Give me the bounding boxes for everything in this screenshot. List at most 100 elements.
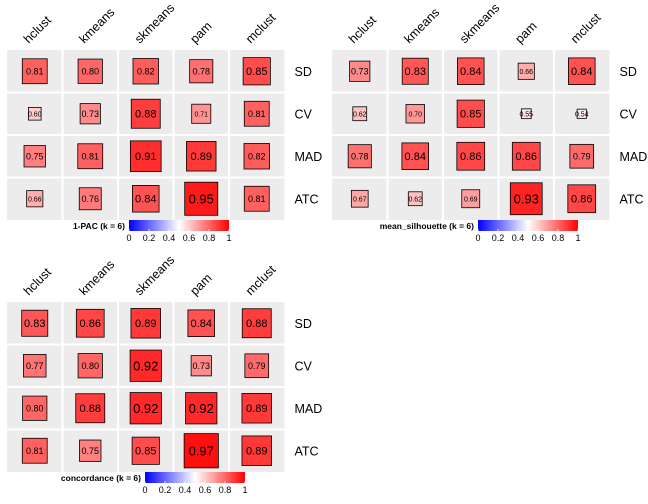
cell-value-label: 0.93 [514,191,539,206]
heatmap-cell [352,106,368,122]
heatmap-cell [457,57,485,85]
heatmap-cell [187,309,215,337]
cell-value-label: 0.88 [246,318,267,330]
heatmap-cell [129,392,162,425]
cell-value-label: 0.79 [573,151,591,161]
cell-value-label: 0.81 [248,194,266,204]
heatmap-cell [185,392,218,425]
heatmap-cell [347,144,372,169]
legend-tick-label: 1 [575,233,580,243]
heatmap-cell [241,435,272,466]
legend-tick-label: 0.2 [492,233,505,243]
column-label: mclust [243,10,279,46]
heatmap-cell [568,57,596,85]
legend-color-bar [145,472,245,483]
cell-value-label: 0.66 [28,196,42,203]
heatmap-cell [27,106,42,121]
cell-value-label: 0.60 [28,111,42,118]
column-label: hclust [21,13,54,46]
row-label: MAD [620,150,648,164]
cell-value-label: 0.71 [194,111,208,118]
heatmap-cell [23,354,47,378]
cell-value-label: 0.67 [353,196,367,203]
legend-color-bar [129,220,229,231]
cell-value-label: 0.78 [351,151,369,161]
column-label: hclust [21,265,54,298]
heatmap-cell [509,182,543,216]
heatmap-cell [26,190,44,208]
heatmap-cell [77,58,103,84]
heatmap-cell [520,108,532,120]
heatmap-cell [129,140,162,173]
cell-value-label: 0.86 [516,151,537,163]
heatmap-cell [576,108,587,119]
heatmap-cell [130,308,161,339]
legend-tick-label: 0 [475,233,480,243]
cell-value-label: 0.84 [135,194,156,206]
heatmap-cell [569,143,595,169]
column-label: skmeans [457,1,502,46]
legend-tick-label: 0.6 [199,485,212,495]
heatmap-cell [191,103,212,124]
heatmap-cell [129,349,162,382]
heatmap-cell [401,57,429,85]
cell-value-label: 0.81 [26,66,44,76]
heatmap-cell [241,308,272,339]
legend-tick-label: 0.4 [163,233,176,243]
cell-value-label: 0.89 [191,151,212,163]
cell-value-label: 0.86 [460,151,481,163]
cell-value-label: 0.80 [81,361,99,371]
heatmap-cell [132,185,160,213]
row-label: SD [295,317,312,331]
heatmap-cell [130,98,161,129]
column-label: kmeans [76,5,117,46]
legend-tick-label: 1 [242,485,247,495]
cell-value-label: 0.69 [464,196,478,203]
heatmap-cell [517,62,535,80]
legend-color-bar [478,220,578,231]
cell-value-label: 0.85 [460,109,481,121]
heatmap-cell [456,99,485,128]
cell-value-label: 0.84 [571,66,592,78]
legend-tick-label: 1 [226,233,231,243]
heatmap-cell [23,145,46,168]
cell-value-label: 0.80 [81,66,99,76]
row-label: MAD [295,150,323,164]
heatmap-cell [349,60,371,82]
heatmap-cell [79,103,101,125]
cell-value-label: 0.85 [246,66,267,78]
cell-value-label: 0.92 [133,401,158,416]
heatmap-cell [183,433,219,469]
heatmap-cell [184,181,219,216]
legend-tick-label: 0.2 [159,485,172,495]
cell-value-label: 0.73 [81,109,99,119]
column-label: kmeans [401,5,442,46]
row-label: SD [295,65,312,79]
heatmap-cell [79,439,102,462]
column-label: mclust [243,262,279,298]
row-label: CV [620,107,638,121]
cell-value-label: 0.70 [408,111,422,118]
legend-tick-label: 0.4 [512,233,525,243]
legend-tick-label: 0.8 [552,233,565,243]
cell-value-label: 0.85 [135,446,156,458]
cell-value-label: 0.54 [575,111,589,118]
heatmap-cell [243,143,270,170]
heatmap-cell [243,185,270,212]
cell-value-label: 0.75 [26,151,44,161]
legend-tick-label: 0.6 [183,233,196,243]
column-label: skmeans [132,253,177,298]
cell-value-label: 0.75 [81,446,99,456]
heatmap-cell [75,308,105,338]
column-label: hclust [346,13,379,46]
cell-value-label: 0.79 [248,361,266,371]
cell-value-label: 0.84 [405,151,426,163]
cell-value-label: 0.89 [246,403,267,415]
cell-value-label: 0.86 [80,318,101,330]
heatmap-cell [21,437,48,464]
cell-value-label: 0.78 [192,66,210,76]
cell-value-label: 0.76 [81,194,99,204]
legend-tick-label: 0.6 [532,233,545,243]
cell-value-label: 0.95 [189,191,214,206]
